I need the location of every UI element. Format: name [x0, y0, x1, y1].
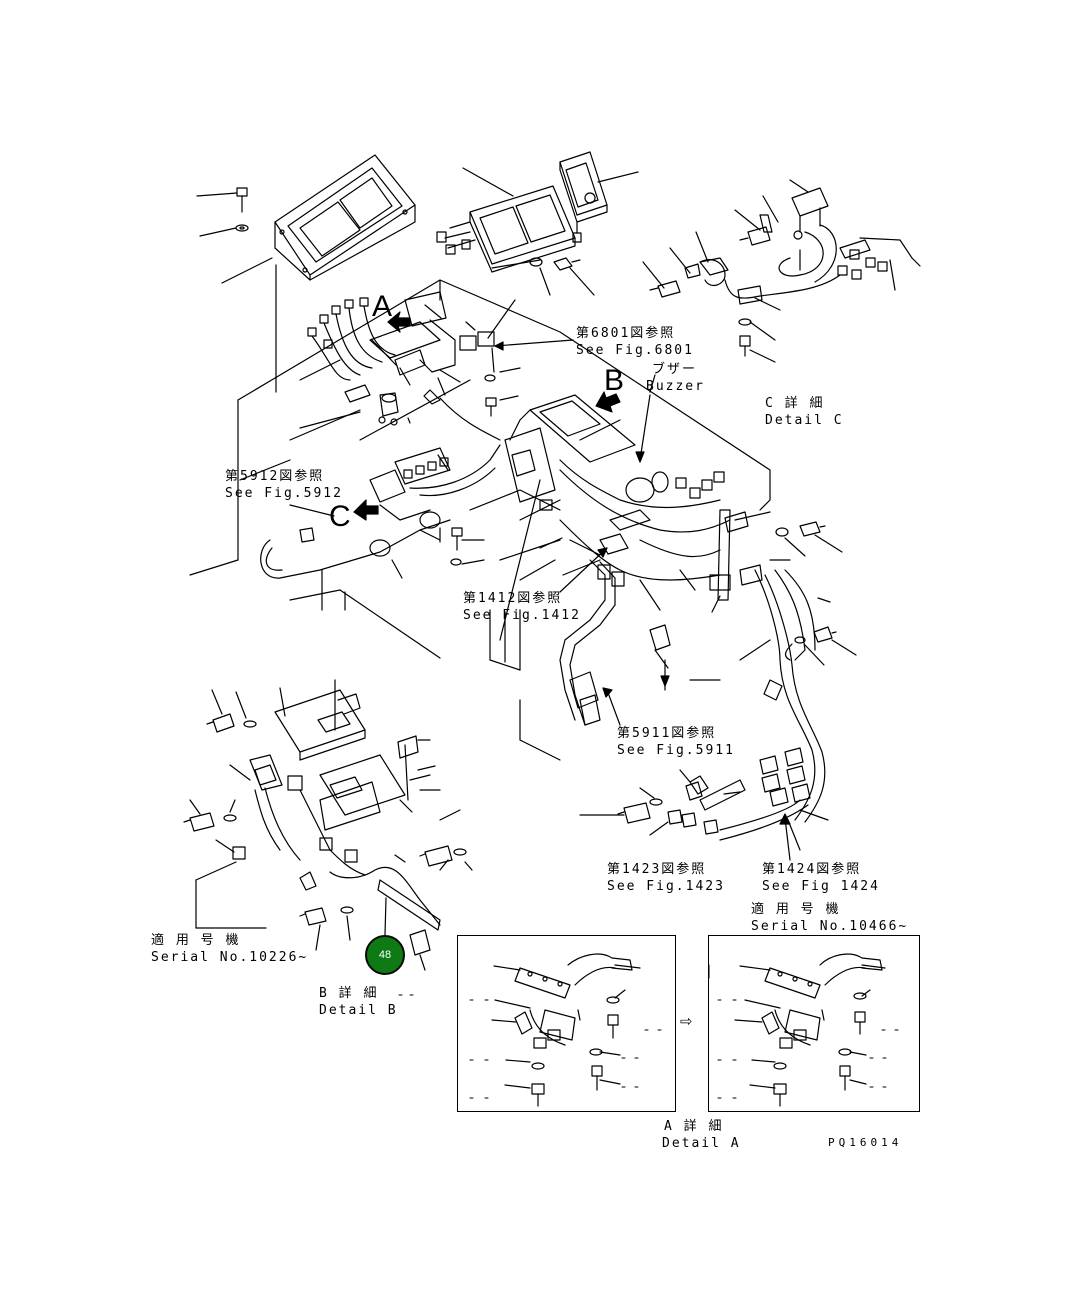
arrow-b [595, 391, 621, 413]
serial-left-jp: 適 用 号 機 [151, 933, 241, 948]
detail-a-before-parts [491, 953, 641, 1107]
harness-c-area [260, 444, 501, 579]
detail-letter-a: A [372, 290, 393, 323]
serial-bracket-left [195, 861, 267, 929]
bolt-washer-a [484, 347, 521, 417]
ref-fig6801-jp: 第6801図参照 [576, 326, 676, 341]
switch-box [559, 151, 639, 243]
ref-fig1412-jp: 第1412図参照 [463, 591, 563, 606]
harness-a-area [299, 291, 516, 441]
ref-fig5911-en: See Fig.5911 [617, 743, 735, 758]
detail-b-parts [183, 679, 473, 971]
drawing-code: PQ16014 [828, 1136, 903, 1149]
callout-marker-48[interactable]: 48 [365, 935, 405, 975]
ref-fig1412-en: See Fig.1412 [463, 608, 581, 623]
detail-c-parts [642, 179, 921, 363]
detail-a-after-box [708, 935, 920, 1112]
ref-fig5911-jp: 第5911図参照 [617, 726, 717, 741]
monitor-panel [436, 167, 576, 273]
detail-letter-c: C [329, 500, 351, 533]
serial-right-en: Serial No.10466~ [751, 919, 909, 934]
dash-ticks [398, 964, 899, 1099]
washer-bolt-top [529, 257, 595, 296]
detail-b-title-en: Detail B [319, 1003, 398, 1018]
ref-fig5912-jp: 第5912図参照 [225, 469, 325, 484]
serial-left-en: Serial No.10226~ [151, 950, 309, 965]
ref-fig1423-en: See Fig.1423 [607, 879, 725, 894]
ref-fig6801-en: See Fig.6801 [576, 343, 694, 358]
detail-c-title-jp: C 詳 細 [765, 396, 825, 411]
detail-letter-b: B [604, 364, 625, 397]
right-bolts [775, 521, 857, 666]
console-housing [274, 154, 416, 393]
detail-a-title-jp: A 詳 細 [664, 1119, 724, 1134]
arrow-c [353, 499, 379, 521]
ref-fig1423-jp: 第1423図参照 [607, 862, 707, 877]
reference-leaders [494, 339, 791, 861]
detail-a-before-box [457, 935, 676, 1112]
lower-right-parts [579, 769, 829, 851]
detail-b-title-jp: B 詳 細 [319, 986, 379, 1001]
buzzer-label-jp: ブザー [652, 362, 698, 377]
detail-a-after-parts [734, 953, 886, 1107]
top-left-bolt [196, 187, 249, 237]
buzzer-label-en: Buzzer [646, 379, 705, 394]
ref-fig1424-en: See Fig 1424 [762, 879, 880, 894]
bolt-washer-c [450, 527, 485, 566]
ref-fig1424-jp: 第1424図参照 [762, 862, 862, 877]
detail-c-title-en: Detail C [765, 413, 844, 428]
arrow-a [387, 311, 411, 333]
marker-leader [384, 897, 387, 936]
ref-fig5912-en: See Fig.5912 [225, 486, 343, 501]
detail-a-transition-arrow: ⇨ [680, 1008, 693, 1032]
detail-a-title-en: Detail A [662, 1136, 741, 1151]
serial-right-jp: 適 用 号 機 [751, 902, 841, 917]
center-harness [504, 394, 826, 841]
callout-marker-label: 48 [378, 949, 392, 961]
